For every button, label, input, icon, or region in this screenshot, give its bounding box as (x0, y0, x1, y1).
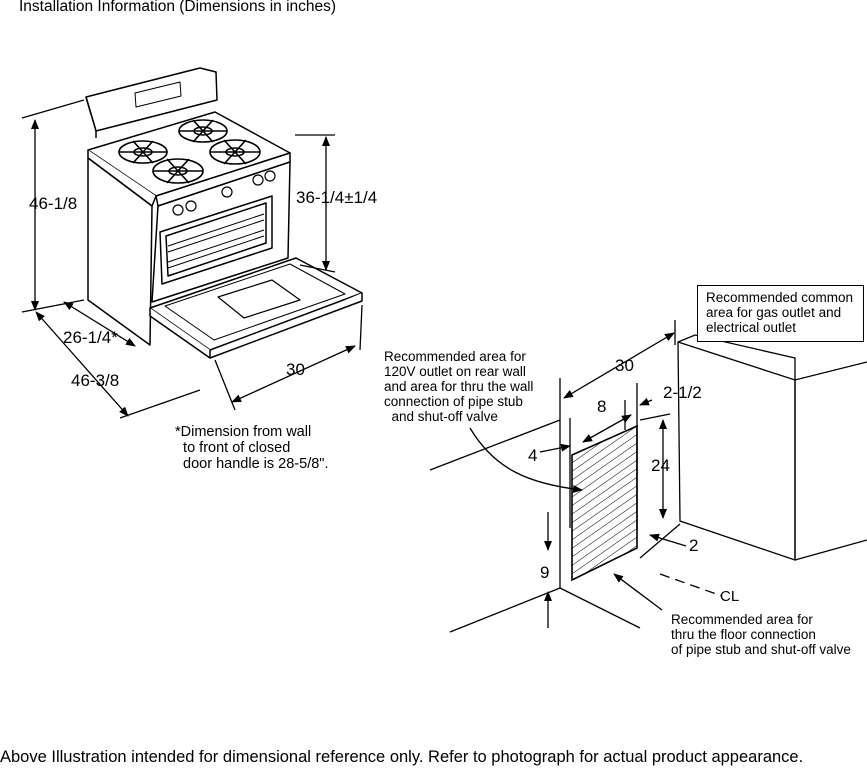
total-height-label: 46-1/8 (29, 194, 78, 213)
range-illustration (85, 67, 363, 359)
side-offset-label: 2 (689, 536, 699, 555)
outlet-area-diagram (429, 320, 867, 633)
range-dimension-lines (21, 99, 363, 419)
common-area-note: Recommended common area for gas outlet a… (697, 285, 865, 342)
area-width-label: 8 (597, 397, 607, 416)
outlet-width-label: 30 (615, 356, 634, 375)
control-knobs (172, 170, 276, 216)
centerline-symbol: CL (720, 588, 740, 605)
footnote: *Dimension from wall to front of closed … (175, 424, 329, 472)
area-left-offset-label: 4 (528, 446, 538, 465)
cooktop-height-label: 36-1/4±1/4 (296, 188, 378, 207)
rear-wall-note: Recommended area for 120V outlet on rear… (384, 349, 534, 424)
floor-note: Recommended area for thru the floor conn… (671, 612, 851, 657)
page-title: Installation Information (Dimensions in … (19, 0, 337, 15)
oven-racks (167, 213, 265, 269)
offset-top-label: 2-1/2 (663, 383, 702, 402)
area-height-label: 24 (651, 456, 670, 475)
depth-door-open-label: 46-3/8 (71, 371, 120, 390)
floor-height-label: 9 (540, 563, 550, 582)
footer-disclaimer: Above Illustration intended for dimensio… (0, 748, 804, 766)
depth-to-front-label: 26-1/4* (63, 328, 118, 347)
burner-grates (118, 119, 261, 184)
range-width-label: 30 (286, 360, 305, 379)
